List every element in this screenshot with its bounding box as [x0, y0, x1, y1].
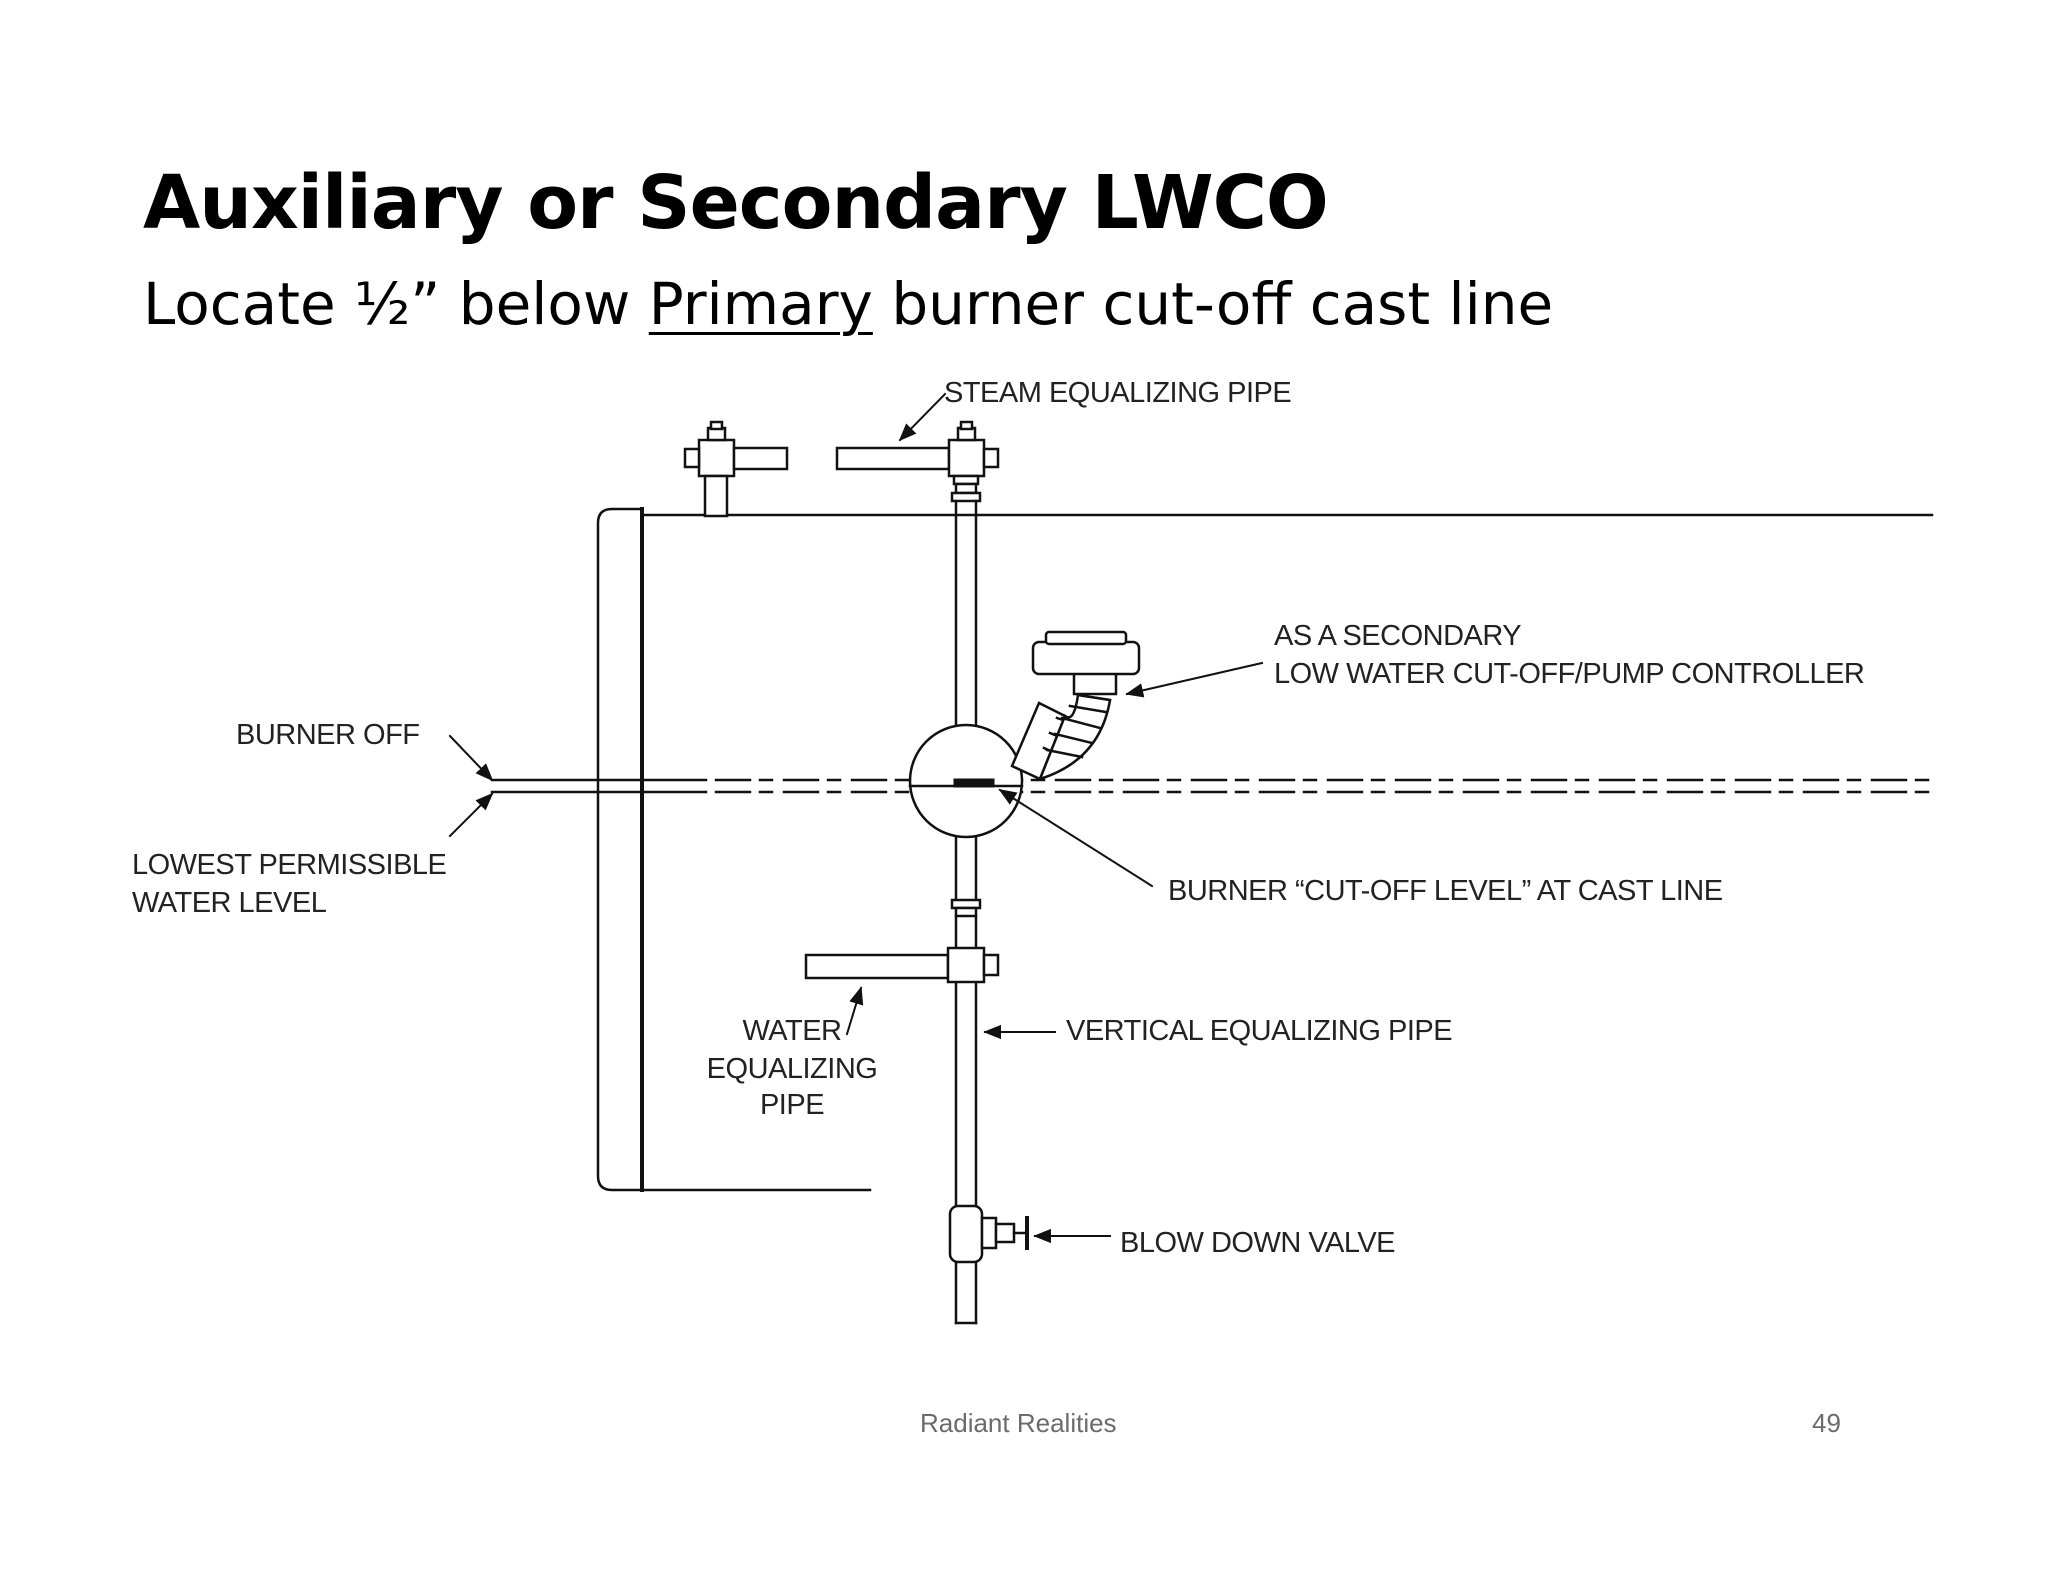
label-vertical-equalizing-pipe: VERTICAL EQUALIZING PIPE: [1066, 1015, 1452, 1047]
lwco-control-head: [1010, 630, 1141, 781]
slide-title: Auxiliary or Secondary LWCO: [143, 160, 1329, 246]
water-equalizing-pipe: [804, 946, 1000, 984]
label-water-line3: PIPE: [760, 1089, 824, 1121]
vertical-equalizing-pipe: [950, 499, 982, 1325]
steam-equalizing-pipe: [835, 420, 1000, 503]
slide-subtitle: Locate ½” below Primary burner cut-off c…: [143, 270, 1553, 338]
label-water-line1: WATER: [743, 1015, 842, 1047]
annotation-arrows: [448, 392, 1264, 1244]
label-cutoff-level: BURNER “CUT-OFF LEVEL” AT CAST LINE: [1168, 875, 1723, 907]
water-level-lines: [490, 778, 1934, 794]
subtitle-prefix: Locate ½” below: [143, 270, 649, 338]
label-burner-off: BURNER OFF: [236, 719, 420, 751]
label-secondary-line2: LOW WATER CUT-OFF/PUMP CONTROLLER: [1274, 658, 1864, 690]
page-number: 49: [1812, 1408, 1841, 1438]
label-steam-equalizing-pipe: STEAM EQUALIZING PIPE: [944, 377, 1291, 409]
blow-down-valve: [948, 1204, 1029, 1264]
subtitle-underlined-word: Primary: [648, 270, 873, 338]
label-secondary-line1: AS A SECONDARY: [1274, 620, 1521, 652]
label-water-line2: EQUALIZING: [707, 1053, 878, 1085]
lwco-float-chamber: [908, 723, 1024, 839]
footer-text: Radiant Realities: [920, 1408, 1117, 1438]
label-lowest-line1: LOWEST PERMISSIBLE: [132, 849, 447, 881]
boiler-outline: [596, 507, 1934, 1192]
top-left-fitting: [683, 420, 789, 518]
label-lowest-line2: WATER LEVEL: [132, 887, 327, 919]
label-blow-down-valve: BLOW DOWN VALVE: [1120, 1227, 1395, 1259]
subtitle-suffix: burner cut-off cast line: [872, 270, 1554, 338]
